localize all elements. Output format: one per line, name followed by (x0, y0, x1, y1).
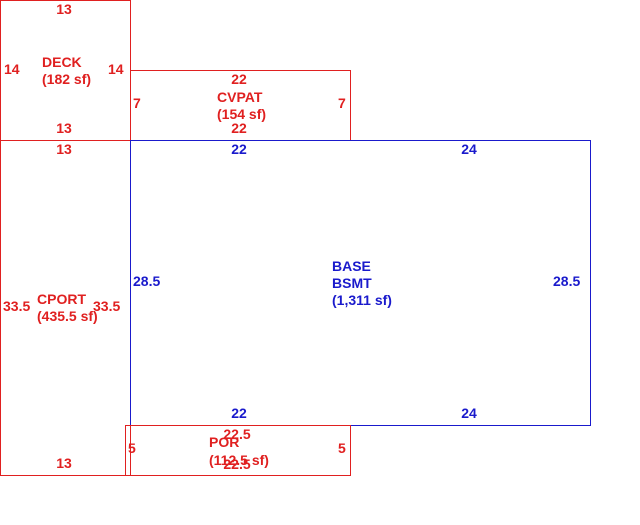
deck-left-dim: 14 (4, 61, 20, 77)
cport-top-dim: 13 (56, 141, 72, 157)
por-bottom-dim: 22.5 (223, 456, 250, 472)
cport-right-dim: 33.5 (93, 298, 120, 314)
base-outline (130, 140, 591, 426)
cvpat-top-dim: 22 (231, 71, 247, 87)
por-left-dim: 5 (128, 440, 136, 456)
por-top-dim: 22.5 (223, 426, 250, 442)
cvpat-name: CVPAT (217, 89, 263, 105)
por-name: POR (209, 434, 239, 450)
base-right-dim: 28.5 (553, 273, 580, 289)
deck-right-dim: 14 (108, 61, 124, 77)
cvpat-left-dim: 7 (133, 95, 141, 111)
base-name-line1: BASE (332, 258, 371, 274)
deck-area: (182 sf) (42, 71, 91, 87)
por-area: (112.5 sf) (209, 452, 269, 468)
base-bottom-right-dim: 24 (461, 405, 477, 421)
base-bottom-left-dim: 22 (231, 405, 247, 421)
base-left-dim: 28.5 (133, 273, 160, 289)
cport-area: (435.5 sf) (37, 308, 98, 324)
cvpat-right-dim: 7 (338, 95, 346, 111)
por-outline (125, 425, 351, 476)
deck-top-dim: 13 (56, 1, 72, 17)
base-top-left-dim: 22 (231, 141, 247, 157)
cvpat-bottom-dim: 22 (231, 120, 247, 136)
cport-bottom-dim: 13 (56, 455, 72, 471)
base-area: (1,311 sf) (332, 292, 392, 308)
cport-name: CPORT (37, 291, 86, 307)
cport-left-dim: 33.5 (3, 298, 30, 314)
deck-name: DECK (42, 54, 82, 70)
por-right-dim: 5 (338, 440, 346, 456)
base-name-line2: BSMT (332, 275, 372, 291)
deck-bottom-dim: 13 (56, 120, 72, 136)
base-top-right-dim: 24 (461, 141, 477, 157)
cvpat-area: (154 sf) (217, 106, 266, 122)
